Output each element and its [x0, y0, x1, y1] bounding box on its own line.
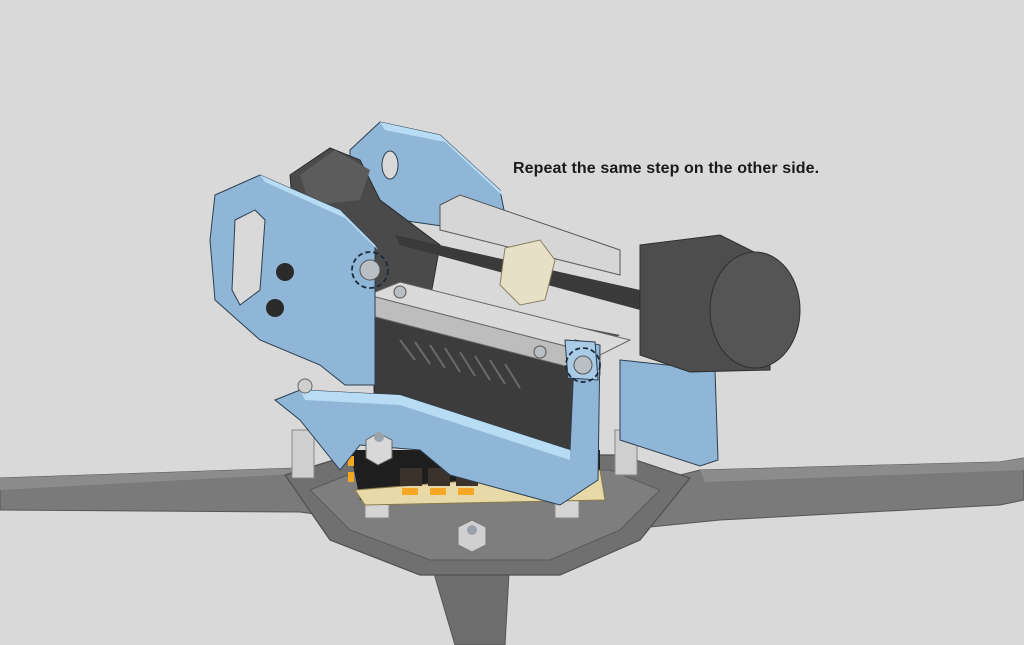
front-blue-bracket	[209, 174, 378, 386]
bottom-blue-cradle	[274, 339, 601, 506]
standoffs	[291, 429, 638, 553]
top-crossbar	[366, 281, 632, 376]
highlighted-screw-right	[565, 347, 601, 383]
highlighted-screw-left	[351, 251, 389, 289]
instruction-text: Repeat the same step on the other side.	[513, 160, 820, 177]
antenna-clamp	[395, 194, 801, 373]
drone-frame	[0, 454, 1024, 645]
